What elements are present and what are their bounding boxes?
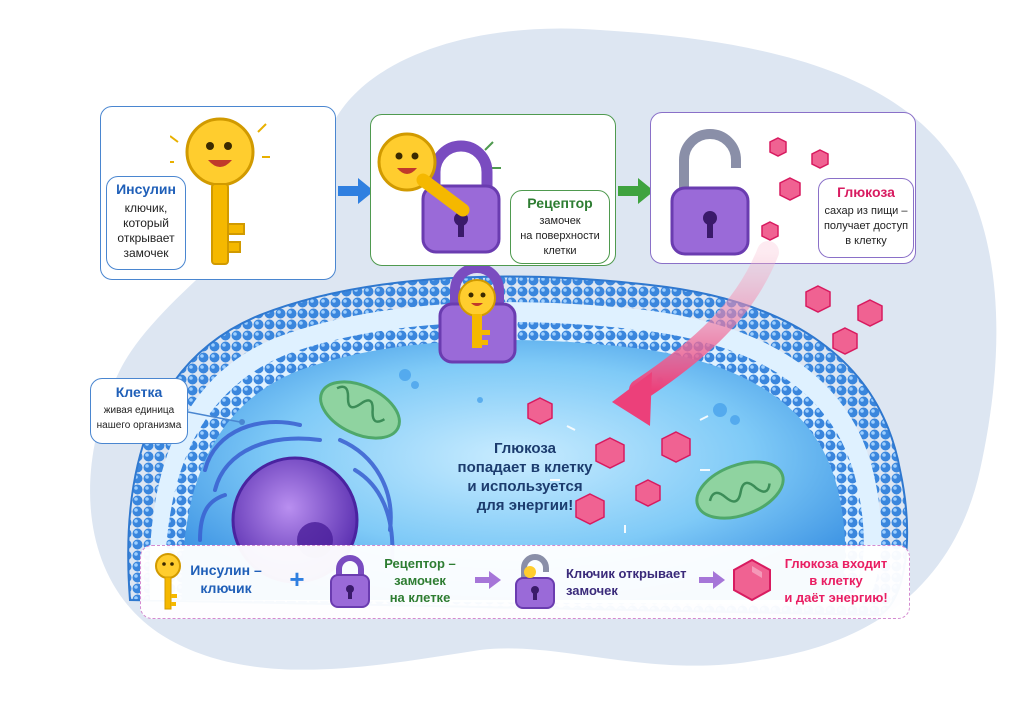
insulin-desc-4: замочек	[123, 246, 169, 260]
center-text-4: для энергии!	[476, 497, 574, 514]
center-text-2: попадает в клетку	[457, 459, 593, 476]
cell-label-box	[90, 378, 188, 444]
cell-pointer-line	[188, 411, 245, 425]
summary-step4-line3: и даёт энергию!	[784, 590, 888, 605]
receptor-on-membrane	[438, 263, 517, 364]
glucose-label-box	[818, 178, 914, 258]
summary-step3-line1: Ключик открывает	[566, 566, 687, 581]
mitochondrion-icon	[695, 460, 785, 520]
center-text-1: Глюкоза	[494, 440, 556, 457]
padlock-icon	[330, 555, 370, 608]
arrow-right-icon	[475, 571, 501, 589]
receptor-desc-3: клетки	[543, 245, 577, 257]
arrow-right-icon	[699, 571, 725, 589]
center-text-3: и используется	[467, 478, 583, 495]
insulin-label-box	[106, 176, 186, 270]
cell-desc-1: живая единица	[103, 405, 175, 416]
insulin-desc-3: открывает	[117, 231, 175, 245]
summary-step3-line2: замочек	[566, 583, 618, 598]
glucose-desc-1: сахар из пищи –	[824, 205, 908, 217]
mitochondrion-icon	[319, 380, 401, 440]
arrow-right-icon	[338, 178, 374, 204]
insulin-title: Инсулин	[116, 181, 176, 197]
summary-step1-line1: Инсулин –	[190, 562, 262, 578]
key-icon	[170, 117, 270, 265]
insulin-desc-2: который	[123, 216, 169, 230]
receptor-desc-2: на поверхности	[520, 230, 600, 242]
receptor-label-box	[510, 190, 610, 264]
summary-step2-line3: на клетке	[389, 590, 451, 605]
open-padlock-icon	[670, 129, 750, 256]
cell-title: Клетка	[115, 384, 163, 400]
summary-step2-line2: замочек	[394, 573, 446, 588]
insulin-desc-1: ключик,	[124, 201, 168, 215]
glucose-desc-2: получает доступ	[823, 220, 909, 232]
open-padlock-icon	[515, 554, 555, 609]
hexagon-glucose-icon	[733, 558, 771, 602]
glucose-title: Глюкоза	[837, 184, 895, 200]
receptor-desc-1: замочек	[539, 215, 581, 227]
key-in-lock-icon	[377, 132, 501, 254]
glucose-molecules	[761, 137, 829, 241]
glucose-desc-3: в клетку	[845, 235, 887, 247]
key-icon	[155, 553, 181, 610]
cell-desc-2: нашего организма	[96, 420, 182, 431]
summary-step4-line1: Глюкоза входит	[784, 556, 888, 571]
plus-sign: +	[289, 564, 305, 594]
summary-step4-line2: в клетку	[809, 573, 863, 588]
receptor-title: Рецептор	[527, 195, 593, 211]
arrow-right-icon	[618, 178, 654, 204]
summary-step1-line2: ключик	[200, 580, 252, 596]
summary-step2-line1: Рецептор –	[384, 556, 456, 571]
